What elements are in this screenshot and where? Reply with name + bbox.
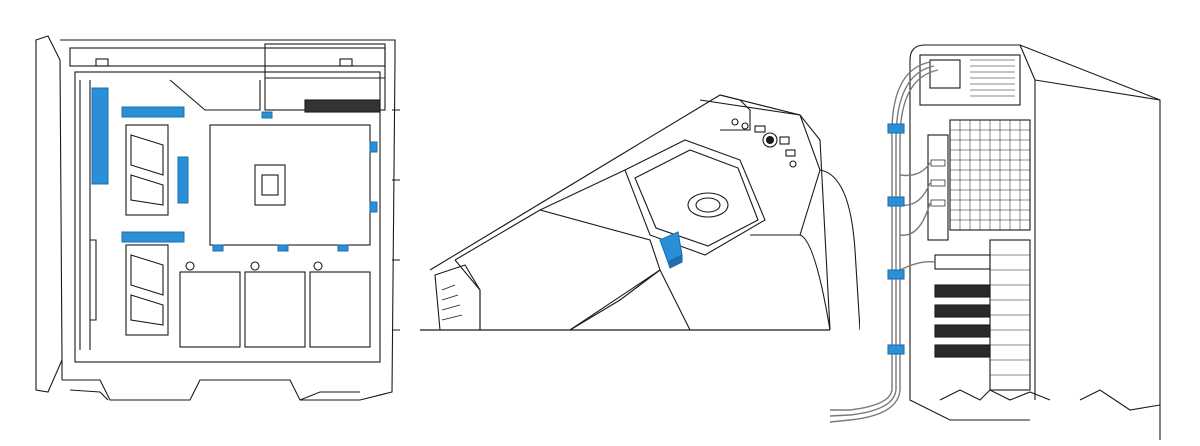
drive-bay-1 (179, 271, 241, 348)
fan-upper (125, 124, 169, 216)
fan-lower (125, 244, 169, 336)
rear-view-panel (830, 0, 1200, 446)
psu-socket (929, 59, 961, 89)
case-rear-outline (909, 44, 1161, 440)
rear-corner (434, 264, 481, 331)
highlight-center-strap (177, 156, 189, 204)
case-front-bezel (35, 35, 63, 393)
screw-top-right (339, 58, 353, 67)
highlight-clip-right-1 (369, 141, 378, 153)
motherboard-tray (74, 71, 381, 363)
cpu-cutout (209, 124, 371, 246)
highlight-parts (91, 87, 378, 252)
drive-bay-drawing (420, 94, 860, 331)
power-button (762, 132, 778, 148)
drive-bay-3 (309, 271, 371, 348)
rear-view-drawing (830, 44, 1161, 440)
case-feet (69, 389, 360, 401)
case-outline (60, 39, 396, 401)
highlight-clip-top (261, 111, 273, 119)
side-view-drawing (35, 35, 400, 401)
cable-tie-4 (887, 344, 905, 355)
hdd-cage (624, 139, 766, 256)
side-view-panel (0, 0, 420, 446)
case-top-surface (429, 94, 831, 331)
case-feet-rear (939, 389, 1051, 401)
bay-screw-2 (250, 261, 260, 271)
drive-bay-2 (244, 271, 306, 348)
drive-bay-panel (420, 0, 860, 446)
highlight-clip-bottom-1 (212, 244, 224, 252)
cpu-socket (254, 164, 286, 206)
cable-tie-3 (887, 269, 905, 280)
psu-vent (304, 99, 381, 113)
top-panel (69, 47, 386, 67)
bay-screw-3 (313, 261, 323, 271)
cable-tie-2 (887, 196, 905, 207)
psu-grille-dots (970, 59, 1015, 97)
hex-mesh (950, 120, 1030, 230)
psu-shroud (454, 209, 661, 331)
psu-grille (919, 54, 1021, 106)
highlight-clip-right-2 (369, 201, 378, 213)
io-shield (927, 134, 949, 241)
front-io-panel (699, 99, 821, 236)
highlight-bottom-bracket (121, 231, 185, 243)
cable-ties (887, 123, 905, 355)
screw-top-left (95, 58, 109, 67)
highlight-clip-bottom-2 (277, 244, 289, 252)
cable-bundle (830, 61, 939, 423)
highlight-rear-strap (91, 87, 109, 185)
cable-rail (79, 80, 91, 350)
cable-tie-1 (887, 123, 905, 134)
bay-screw-1 (185, 261, 195, 271)
expansion-slots (934, 254, 991, 358)
hdd-spindle (687, 192, 729, 218)
highlight-top-bracket (121, 106, 185, 118)
highlight-clip-bottom-3 (337, 244, 349, 252)
highlight-hdd-latch (659, 231, 683, 269)
